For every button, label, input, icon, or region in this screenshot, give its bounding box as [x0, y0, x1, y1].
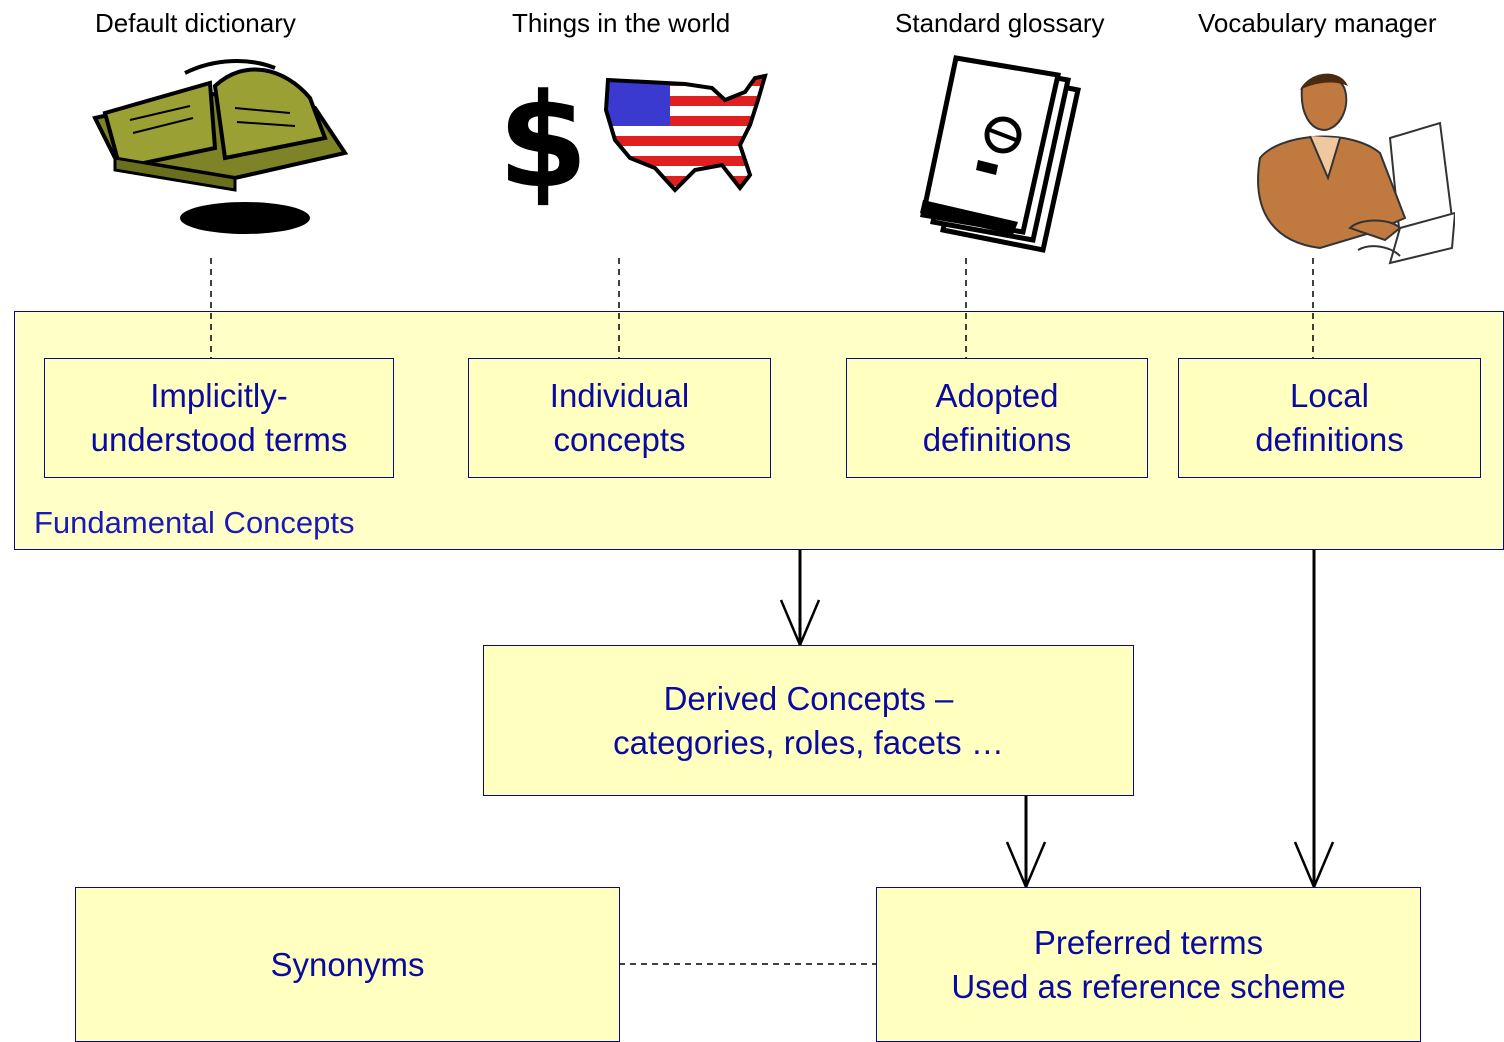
box-line: concepts — [553, 421, 686, 458]
box-line: categories, roles, facets … — [613, 723, 1004, 761]
box-line: Adopted — [935, 377, 1059, 415]
box-derived-concepts: Derived Concepts – categories, roles, fa… — [483, 645, 1134, 796]
dollar-sign-icon: $ — [498, 68, 588, 208]
box-line: definitions — [1255, 421, 1404, 458]
box-line: Implicitly- — [150, 377, 288, 415]
svg-text:$: $ — [498, 68, 588, 208]
source-label-default-dictionary: Default dictionary — [95, 8, 296, 38]
box-line: Preferred terms — [1033, 923, 1264, 961]
box-line: Synonyms — [270, 945, 425, 983]
source-label-standard-glossary: Standard glossary — [895, 8, 1105, 38]
source-label-vocabulary-manager: Vocabulary manager — [1198, 8, 1437, 38]
box-adopted-definitions: Adopted definitions — [846, 358, 1148, 478]
box-line: Individual — [549, 377, 690, 415]
box-synonyms: Synonyms — [75, 887, 620, 1042]
box-preferred-terms: Preferred terms Used as reference scheme — [876, 887, 1421, 1042]
box-line: Derived Concepts – — [663, 679, 954, 717]
box-line: Used as reference scheme — [951, 967, 1346, 1005]
glossary-document-icon — [920, 55, 1081, 253]
box-line: Local — [1290, 377, 1369, 415]
box-implicitly-understood-terms: Implicitly- understood terms — [44, 358, 394, 478]
person-at-computer-icon — [1257, 73, 1455, 265]
source-label-things-in-the-world: Things in the world — [512, 8, 731, 38]
box-local-definitions: Local definitions — [1178, 358, 1481, 478]
box-individual-concepts: Individual concepts — [468, 358, 771, 478]
open-book-icon — [92, 59, 349, 234]
fundamental-concepts-label: Fundamental Concepts — [34, 505, 355, 540]
box-line: understood terms — [90, 421, 348, 458]
usa-flag-map-icon — [603, 73, 768, 193]
box-line: definitions — [922, 421, 1072, 458]
